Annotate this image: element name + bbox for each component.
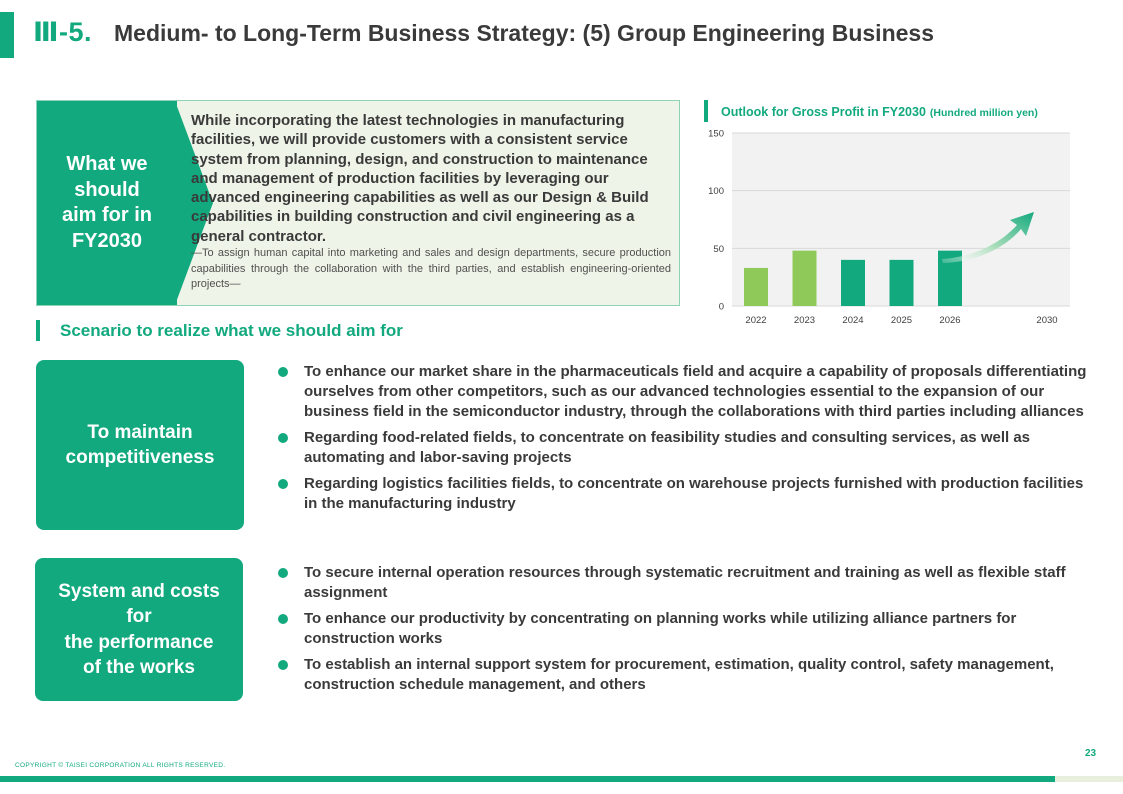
bullet-icon bbox=[278, 367, 288, 377]
bar-2022 bbox=[744, 267, 768, 306]
bullet-icon bbox=[278, 614, 288, 625]
list-item-text: Regarding logistics facilities fields, t… bbox=[304, 474, 1084, 512]
section-number: Ⅲ-5. bbox=[33, 17, 93, 47]
x-tick-label: 2030 bbox=[1036, 315, 1057, 326]
y-tick-label: 100 bbox=[708, 186, 724, 197]
bar-2024 bbox=[841, 259, 865, 306]
page-title: Medium- to Long-Term Business Strategy: … bbox=[114, 20, 934, 46]
list-item: To enhance our market share in the pharm… bbox=[277, 362, 1087, 421]
bar-2025 bbox=[889, 259, 914, 306]
footer-line bbox=[0, 776, 1055, 782]
x-tick-label: 2023 bbox=[794, 315, 815, 326]
list-item: To secure internal operation resources t… bbox=[277, 563, 1087, 603]
header-accent-bar bbox=[0, 12, 14, 58]
bullet-icon bbox=[278, 568, 288, 578]
y-tick-label: 150 bbox=[708, 129, 724, 140]
competitiveness-list: To enhance our market share in the pharm… bbox=[277, 362, 1087, 520]
list-item-text: Regarding food-related fields, to concen… bbox=[304, 428, 1031, 466]
x-tick-label: 2025 bbox=[891, 315, 912, 326]
scenario-accent-bar bbox=[36, 320, 40, 341]
system-costs-list: To secure internal operation resources t… bbox=[277, 563, 1087, 701]
y-tick-label: 50 bbox=[713, 244, 724, 255]
x-tick-label: 2024 bbox=[842, 315, 863, 326]
bullet-icon bbox=[278, 432, 288, 443]
list-item-text: To establish an internal support system … bbox=[304, 656, 1054, 693]
chart-title: Outlook for Gross Profit in FY2030(Hundr… bbox=[721, 105, 1038, 119]
bar-2023 bbox=[792, 250, 817, 306]
y-axis-ticks: 0 50 100 150 bbox=[708, 129, 724, 313]
aim-label-background bbox=[37, 101, 177, 305]
x-tick-label: 2026 bbox=[939, 315, 960, 326]
aim-label: What we should aim for in FY2030 bbox=[61, 153, 152, 252]
scenario-title: Scenario to realize what we should aim f… bbox=[60, 321, 403, 340]
copyright-notice: COPYRIGHT © TAISEI CORPORATION ALL RIGHT… bbox=[15, 762, 226, 769]
chart-title-accent bbox=[704, 100, 708, 122]
list-item-text: To enhance our productivity by concentra… bbox=[304, 610, 1017, 647]
list-item-text: To secure internal operation resources t… bbox=[304, 564, 1066, 601]
list-item: To enhance our productivity by concentra… bbox=[277, 609, 1087, 649]
bullet-icon bbox=[278, 478, 288, 489]
x-tick-label: 2022 bbox=[745, 315, 766, 326]
aim-panel: What we should aim for in FY2030 While i… bbox=[36, 100, 680, 306]
list-item: Regarding food-related fields, to concen… bbox=[277, 428, 1087, 468]
aim-label-arrow bbox=[175, 101, 213, 305]
aim-main-text: While incorporating the latest technolog… bbox=[191, 112, 649, 245]
growth-arrow-icon bbox=[942, 212, 1034, 263]
chart-unit: (Hundred million yen) bbox=[929, 107, 1038, 119]
category-competitiveness: To maintain competitiveness bbox=[36, 360, 244, 530]
list-item: Regarding logistics facilities fields, t… bbox=[277, 474, 1087, 514]
list-item: To establish an internal support system … bbox=[277, 655, 1087, 695]
page-number: 23 bbox=[1085, 748, 1097, 759]
gross-profit-chart: 0 50 100 150 2022 2023 2024 2025 2026 2030 bbox=[708, 129, 1070, 326]
category-system-and-costs: System and costs for the performance of … bbox=[35, 558, 243, 701]
y-tick-label: 0 bbox=[719, 302, 724, 313]
x-axis-ticks: 2022 2023 2024 2025 2026 2030 bbox=[745, 315, 1057, 326]
footer-line-end bbox=[1055, 776, 1123, 782]
bullet-icon bbox=[278, 660, 288, 671]
list-item-text: To enhance our market share in the pharm… bbox=[304, 363, 1087, 420]
chart-title-text: Outlook for Gross Profit in FY2030 bbox=[721, 105, 926, 119]
aim-sub-text: —To assign human capital into marketing … bbox=[191, 247, 671, 290]
